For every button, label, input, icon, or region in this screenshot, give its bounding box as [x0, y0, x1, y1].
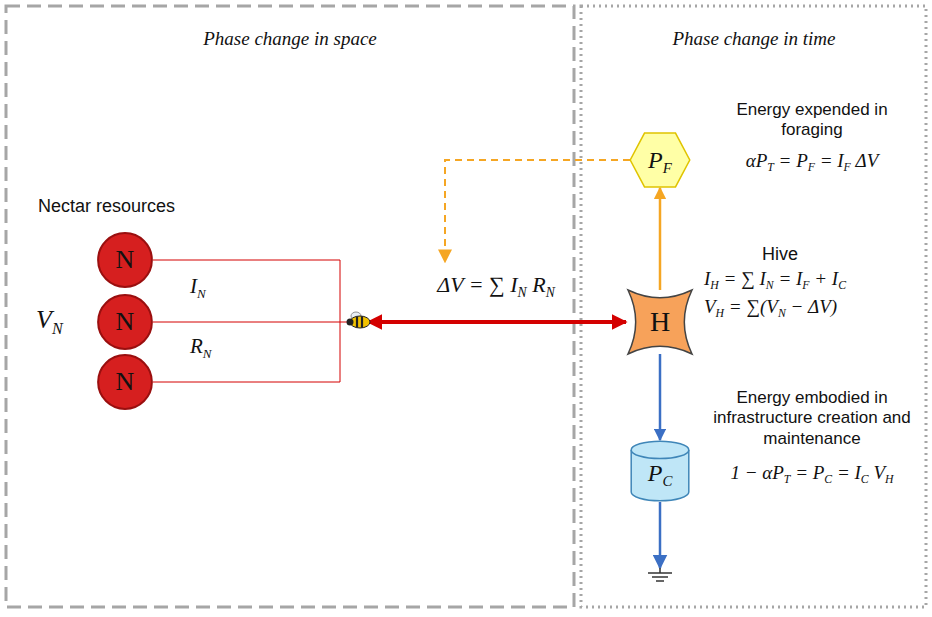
space-frame	[6, 6, 574, 607]
flow-arrow	[659, 188, 662, 290]
resistance-symbol: RN	[190, 334, 212, 359]
text-run: − ΔV)	[786, 296, 837, 317]
subscript: N	[546, 285, 555, 300]
nectar-resource-circle: N	[97, 294, 153, 350]
text-run: = ∑(V	[724, 296, 778, 317]
time-frame	[581, 6, 926, 607]
text-run: = ∑ I	[719, 268, 766, 289]
subscript: F	[663, 160, 672, 176]
text-run: αP	[746, 150, 768, 171]
nectar-resource-circle: N	[97, 354, 153, 410]
ground-symbol	[648, 568, 672, 581]
nectar-wires	[153, 260, 352, 382]
node-label-holder: PC	[630, 440, 690, 502]
node-label-holder: N	[97, 232, 153, 288]
description-text: Energy embodied in infrastructure creati…	[712, 388, 912, 449]
subscript: N	[518, 285, 527, 300]
text-run: = P	[790, 462, 824, 483]
subscript: C	[662, 473, 672, 489]
region-title: Phase change in time	[672, 28, 835, 51]
text-run: V	[704, 296, 716, 317]
node-label: N	[116, 307, 135, 337]
text-run: 1 − αP	[730, 462, 783, 483]
region-title: Phase change in space	[203, 28, 377, 51]
text-run: = I	[815, 150, 844, 171]
equation: VH = ∑(VN − ΔV)	[704, 296, 837, 319]
infrastructure-cylinder: PC	[630, 440, 690, 502]
subscript: H	[885, 473, 894, 486]
node-label-holder: N	[97, 294, 153, 350]
subscript: F	[802, 279, 809, 292]
group-label: Nectar resources	[38, 196, 175, 218]
equation: ΔV = ∑ IN RN	[437, 272, 554, 298]
node-label-holder: PF	[629, 132, 691, 188]
voltage-symbol: VN	[36, 304, 63, 335]
node-label: H	[650, 306, 670, 338]
node-label-holder: N	[97, 354, 153, 410]
current-symbol: IN	[190, 274, 206, 299]
subscript: T	[767, 161, 774, 174]
subscript: C	[824, 473, 832, 486]
subscript: H	[710, 279, 719, 292]
text-run: = P	[774, 150, 808, 171]
text-run: R	[190, 334, 203, 358]
text-run: P	[648, 460, 663, 486]
text-run: V	[36, 305, 52, 334]
text-run: + I	[809, 268, 838, 289]
energy-flow-arrow	[368, 320, 626, 324]
text-run: I	[190, 274, 197, 298]
text-run: ΔV	[851, 150, 879, 171]
equation: IH = ∑ IN = IF + IC	[704, 268, 846, 291]
subscript: C	[861, 473, 869, 486]
hive-node: H	[628, 290, 692, 354]
ground-wire	[659, 502, 662, 568]
node-label: PF	[648, 147, 672, 174]
text-run: = I	[774, 268, 803, 289]
description-text: Energy expended in foraging	[717, 100, 907, 141]
foraging-hexagon: PF	[629, 132, 691, 188]
subscript: N	[203, 346, 212, 361]
text-run: I	[704, 268, 710, 289]
subscript: F	[844, 161, 851, 174]
subscript: N	[52, 320, 63, 337]
node-label-holder: H	[628, 290, 692, 354]
subscript: N	[197, 286, 206, 301]
subscript: N	[766, 279, 774, 292]
node-label: PC	[648, 460, 673, 487]
equation: αPT = PF = IF ΔV	[746, 150, 879, 173]
feedback-dashed-line	[445, 160, 630, 262]
node-label: N	[116, 367, 135, 397]
subscript: H	[716, 307, 725, 320]
text-run: ΔV = ∑ I	[437, 272, 517, 297]
text-run: V	[869, 462, 885, 483]
bee-icon	[347, 312, 371, 328]
subscript: F	[808, 161, 815, 174]
hive-label: Hive	[762, 244, 798, 266]
subscript: C	[838, 279, 846, 292]
text-run: = I	[832, 462, 861, 483]
nectar-resource-circle: N	[97, 232, 153, 288]
subscript: T	[784, 473, 791, 486]
subscript: N	[778, 307, 786, 320]
text-run: R	[527, 272, 546, 297]
node-label: N	[116, 245, 135, 275]
text-run: P	[648, 147, 663, 173]
equation: 1 − αPT = PC = IC VH	[730, 462, 893, 485]
flow-arrow	[659, 354, 662, 440]
